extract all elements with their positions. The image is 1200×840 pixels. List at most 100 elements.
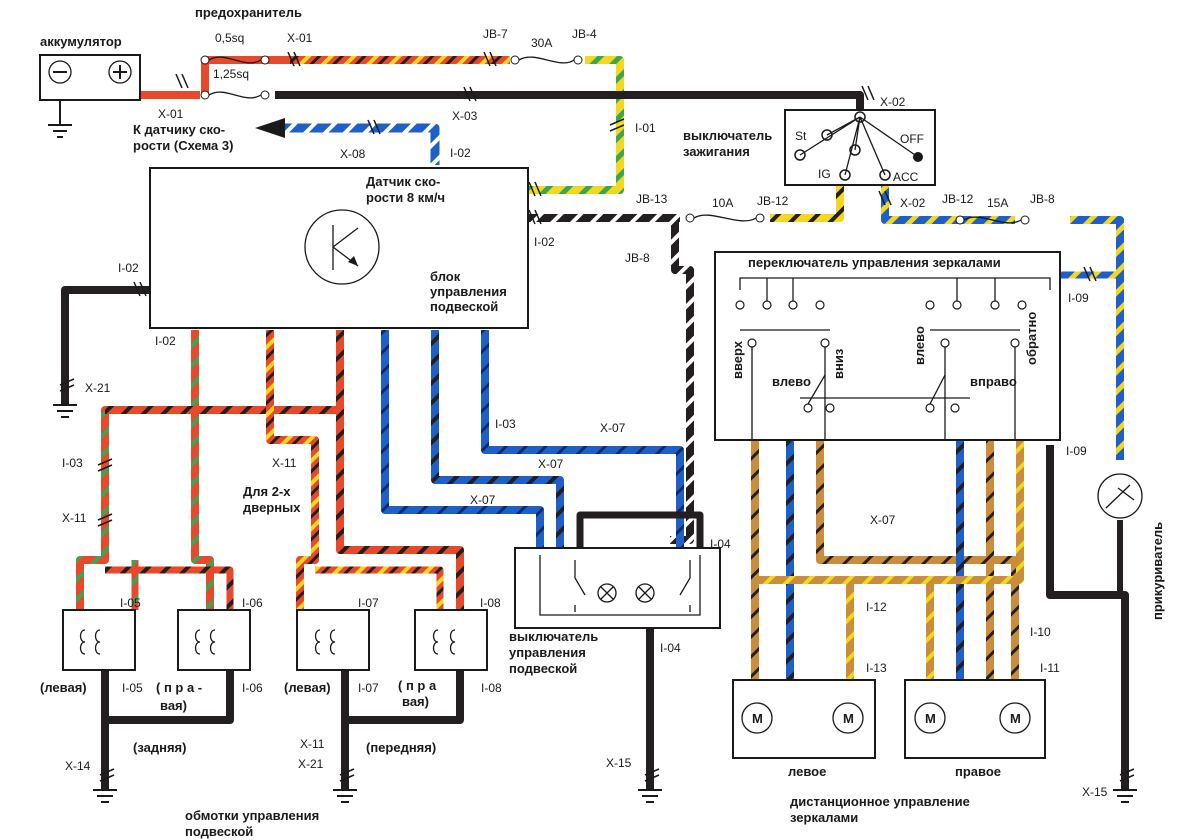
wire-red-5 <box>336 410 464 610</box>
connector-label: I-05 <box>122 681 143 695</box>
connector-label: I-09 <box>1066 444 1087 458</box>
lighter-label: прикуриватель <box>1150 522 1165 620</box>
control-unit-label: управления <box>430 284 507 299</box>
wire-ground-rear-2 <box>105 670 234 724</box>
battery-label: аккумулятор <box>40 34 122 49</box>
fuse-rating-label: 15A <box>987 196 1008 210</box>
solenoid-side-label: (левая) <box>40 680 87 695</box>
two-door-note: Для 2-х <box>243 484 291 499</box>
wire-blue-3 <box>481 330 684 550</box>
connector-label: I-02 <box>534 235 555 249</box>
connector-label: I-12 <box>866 600 887 614</box>
control-unit-label: подвеской <box>430 299 498 314</box>
wire-unit-susp <box>576 511 704 550</box>
suspension-switch <box>514 547 721 629</box>
remote-mirrors-caption: зеркалами <box>790 810 858 825</box>
mirror-switch <box>714 251 1061 441</box>
motor-label: M <box>843 711 854 726</box>
connector-label: I-08 <box>481 681 502 695</box>
wire-x03-bus <box>275 91 864 110</box>
fuse-title: предохранитель <box>195 5 302 20</box>
speed-sensor-title: рости 8 км/ч <box>366 190 445 205</box>
connector-label: I-13 <box>866 661 887 675</box>
motor-label: M <box>1010 711 1021 726</box>
wire-blue-2 <box>431 330 564 550</box>
connector-label: X-02 <box>900 196 926 210</box>
connector-label: I-03 <box>495 417 516 431</box>
wire-ig-10a <box>770 180 844 222</box>
connector-label: JB-4 <box>572 27 597 41</box>
two-door-note: дверных <box>243 500 301 515</box>
windings-caption: обмотки управления <box>185 808 319 823</box>
connector-label: I-06 <box>242 681 263 695</box>
direction-label: обратно <box>1024 312 1039 365</box>
suspension-switch-label: выключатель <box>509 629 598 644</box>
ignition-position: ACC <box>893 170 919 184</box>
connector-label: I-08 <box>480 596 501 610</box>
diagram-labels: предохранитель аккумулятор 0,5sq 1,25sq … <box>40 5 1165 839</box>
suspension-control-unit <box>149 167 529 329</box>
mirror-right-label: правое <box>955 764 1001 779</box>
connector-label: X-11 <box>300 737 325 751</box>
ignition-switch-label: зажигания <box>683 144 750 159</box>
wire-tan-3 <box>816 440 1019 680</box>
connector-label: X-07 <box>538 457 564 471</box>
direction-label: вверх <box>730 340 745 379</box>
wire-red-1 <box>76 330 199 610</box>
wire-gauge-label: 1,25sq <box>213 67 249 81</box>
connector-label: I-07 <box>358 681 379 695</box>
fuse-links <box>200 55 1030 225</box>
wire-acc-15a <box>881 180 1015 224</box>
cigarette-lighter <box>1097 473 1143 519</box>
connector-label: I-04 <box>660 641 681 655</box>
speed-sensor-ref: К датчику ско- <box>133 122 225 137</box>
wire-ground-front-2 <box>345 670 464 724</box>
wire-red-3 <box>105 330 344 414</box>
mirror-left-label: левое <box>788 764 826 779</box>
wire-blue-1 <box>381 330 544 550</box>
connector-label: X-03 <box>452 109 478 123</box>
connector-label: X-11 <box>62 511 87 525</box>
connector-label: X-14 <box>65 759 91 773</box>
wire-red-6 <box>105 566 234 610</box>
ignition-position: IG <box>818 167 831 181</box>
connector-label: X-21 <box>298 757 324 771</box>
connector-label: I-01 <box>635 121 656 135</box>
ignition-switch-label: выключатель <box>683 128 772 143</box>
connector-label: I-04 <box>710 537 731 551</box>
solenoid-side-label: вая) <box>160 698 187 713</box>
connector-label: X-15 <box>606 756 632 770</box>
connector-label: I-03 <box>62 456 83 470</box>
direction-label: влево <box>772 374 811 389</box>
connector-label: X-07 <box>870 513 896 527</box>
speed-sensor-title: Датчик ско- <box>366 174 440 189</box>
connector-label: X-21 <box>85 381 111 395</box>
mirror-motors <box>732 679 1046 759</box>
wire-jb8-lighter <box>1070 216 1124 460</box>
connector-label: JB-8 <box>625 251 650 265</box>
connector-label: X-01 <box>158 107 184 121</box>
motor-label: M <box>925 711 936 726</box>
wire-i09-ground <box>1046 445 1129 790</box>
connector-ticks <box>59 51 1135 782</box>
connector-label: I-11 <box>1040 661 1060 675</box>
solenoid-side-label: ( п р а <box>398 678 437 693</box>
motor-label: M <box>752 711 763 726</box>
rear-label: (задняя) <box>133 740 186 755</box>
connector-label: I-10 <box>1030 625 1051 639</box>
speed-sensor-arrow <box>255 118 285 138</box>
connector-label: X-11 <box>272 456 297 470</box>
windings-caption: подвеской <box>185 824 253 839</box>
control-unit-label: блок <box>430 269 461 284</box>
ignition-position: OFF <box>900 132 924 146</box>
connector-label: I-09 <box>1068 291 1089 305</box>
connector-label: I-02 <box>450 146 471 160</box>
connector-label: JB-8 <box>1030 192 1055 206</box>
connector-label: JB-12 <box>757 194 789 208</box>
speed-sensor-ref: рости (Схема 3) <box>133 138 233 153</box>
connector-label: X-01 <box>287 31 313 45</box>
solenoid-side-label: (левая) <box>284 680 331 695</box>
wire-jb4-i01 <box>520 56 624 194</box>
wires <box>61 56 1129 790</box>
